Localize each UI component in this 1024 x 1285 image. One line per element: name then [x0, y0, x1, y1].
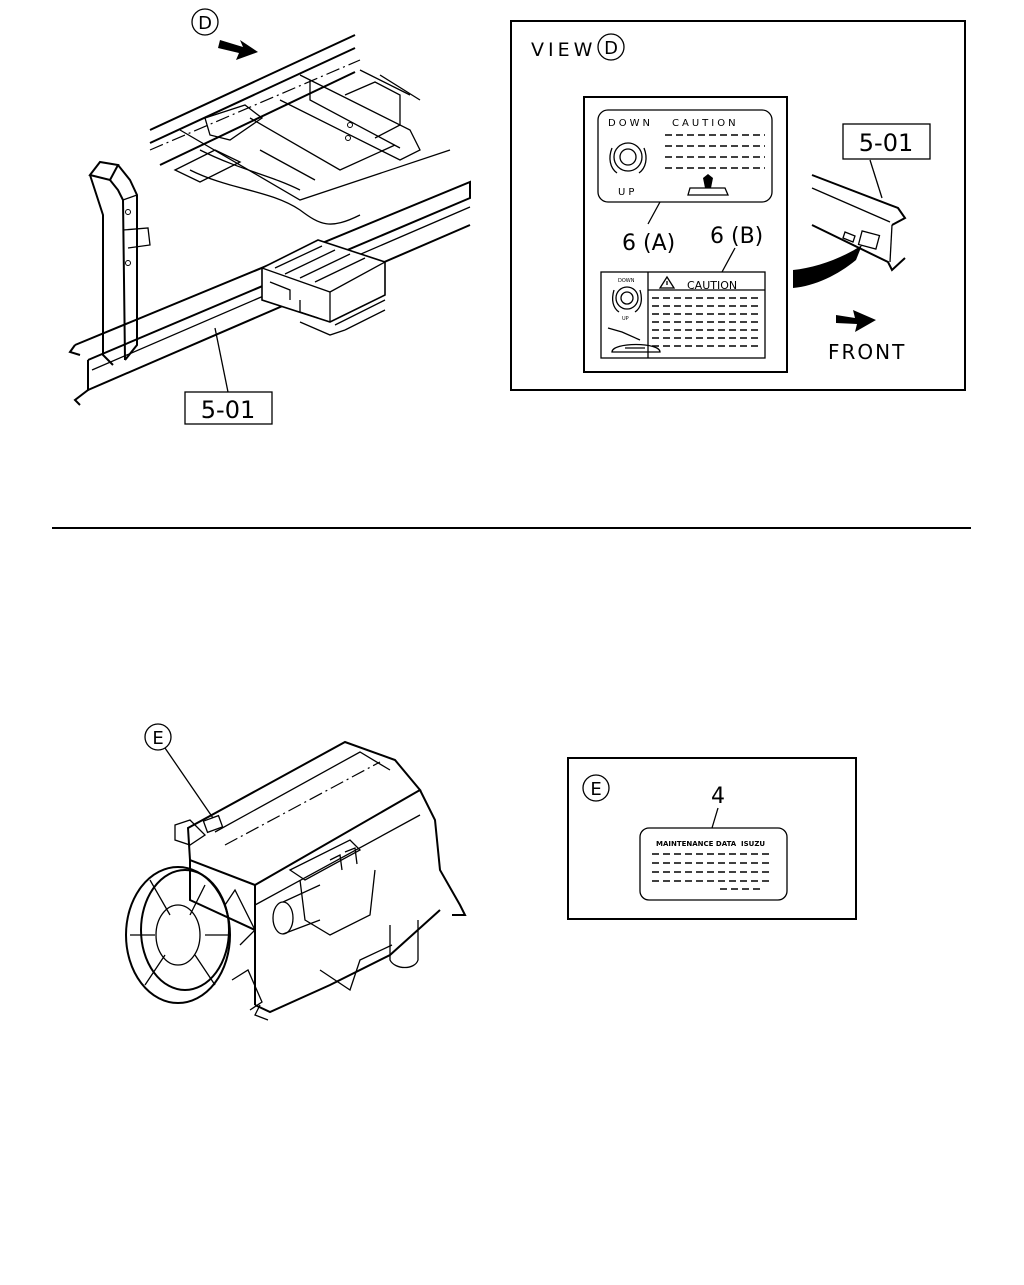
label-6b-down: DOWN — [618, 278, 635, 284]
arrow-right-icon — [218, 40, 258, 60]
label-6a-caution: CAUTION — [672, 118, 739, 129]
plate-brand: ISUZU — [741, 840, 765, 848]
label-6a-up: UP — [618, 187, 637, 198]
label-6a: DOWN CAUTION UP — [597, 109, 773, 203]
label-6b: CAUTION DOWN UP — [600, 271, 766, 359]
view-d-title-marker: D — [604, 38, 618, 59]
view-e-panel: E 4 MAINTENANCE DATA ISUZU — [567, 757, 857, 920]
view-d-panel: VIEW D DOWN CAUTION UP — [510, 20, 966, 391]
part-ref-box-left: 5-01 — [184, 391, 273, 425]
callout-6a: 6 (A) — [622, 231, 675, 256]
maintenance-data-plate: MAINTENANCE DATA ISUZU — [639, 827, 788, 901]
callout-6b: 6 (B) — [710, 224, 763, 249]
frame-rail-detail — [793, 159, 907, 288]
view-e-panel-marker: E — [590, 779, 601, 800]
lever-icon — [687, 174, 729, 196]
view-d-marker-text: D — [198, 13, 212, 34]
view-e-marker-text: E — [152, 728, 163, 749]
callout-4: 4 — [711, 784, 725, 809]
view-d-title: VIEW — [531, 39, 596, 61]
view-e-marker: E — [144, 723, 172, 751]
arrow-right-icon — [836, 310, 876, 332]
rotate-dial-icon — [612, 286, 642, 313]
view-d-marker: D — [191, 8, 219, 36]
engine-illustration — [125, 740, 467, 1021]
part-ref-right-text: 5-01 — [859, 129, 913, 157]
lever-icon — [607, 327, 661, 353]
rotate-dial-icon — [609, 142, 647, 174]
label-6a-down: DOWN — [608, 118, 653, 129]
part-ref-left-text: 5-01 — [201, 396, 255, 424]
warning-triangle-icon — [658, 275, 676, 289]
front-label: FRONT — [828, 340, 906, 364]
label-6b-caution: CAUTION — [687, 279, 737, 292]
plate-title: MAINTENANCE DATA — [656, 840, 737, 848]
chassis-frame-illustration — [68, 34, 471, 406]
label-6b-up: UP — [622, 316, 629, 322]
